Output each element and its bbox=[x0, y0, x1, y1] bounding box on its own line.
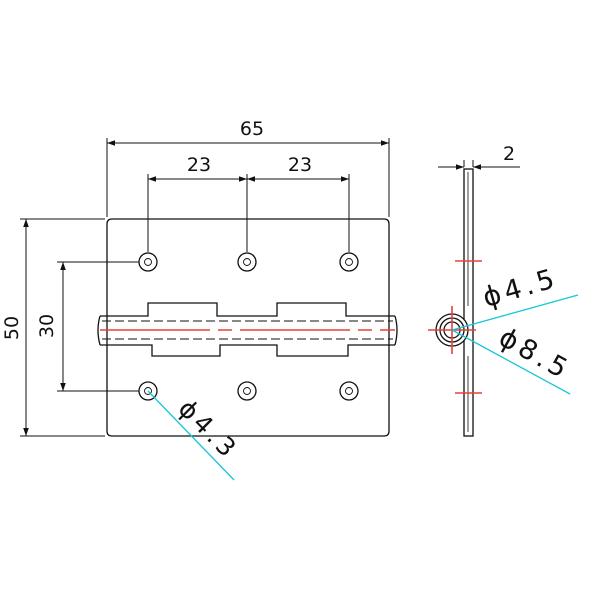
front-view bbox=[97, 218, 398, 437]
mounting-hole bbox=[138, 252, 158, 272]
knuckle-outlines bbox=[97, 302, 398, 357]
mounting-hole bbox=[339, 381, 359, 401]
dim-hole-pitch-right: 23 bbox=[288, 154, 312, 176]
mounting-hole bbox=[237, 381, 257, 401]
leader-mounting-hole bbox=[147, 390, 235, 481]
callout-knuckle-diameter: ϕ8.5 bbox=[494, 322, 576, 386]
dim-hole-row-spacing: 30 bbox=[36, 314, 58, 338]
mounting-hole bbox=[339, 252, 359, 272]
leader-pin-diameter bbox=[451, 294, 579, 331]
callout-pin-diameter: ϕ4.5 bbox=[479, 263, 561, 314]
dim-thickness-lines bbox=[438, 160, 520, 170]
mounting-hole bbox=[237, 252, 257, 272]
hidden-pin-lines bbox=[102, 320, 393, 340]
mounting-holes bbox=[138, 252, 359, 401]
side-view bbox=[435, 168, 474, 437]
dim-overall-height: 50 bbox=[1, 316, 23, 340]
dim-thickness: 2 bbox=[503, 143, 515, 165]
leader-knuckle-diameter bbox=[451, 329, 571, 395]
dim-overall-width: 65 bbox=[240, 118, 264, 140]
side-view-leaf bbox=[463, 168, 474, 437]
hinge-plate-outline bbox=[106, 218, 390, 437]
dimension-lines bbox=[20, 138, 390, 437]
dim-hole-pitch-left: 23 bbox=[187, 154, 211, 176]
